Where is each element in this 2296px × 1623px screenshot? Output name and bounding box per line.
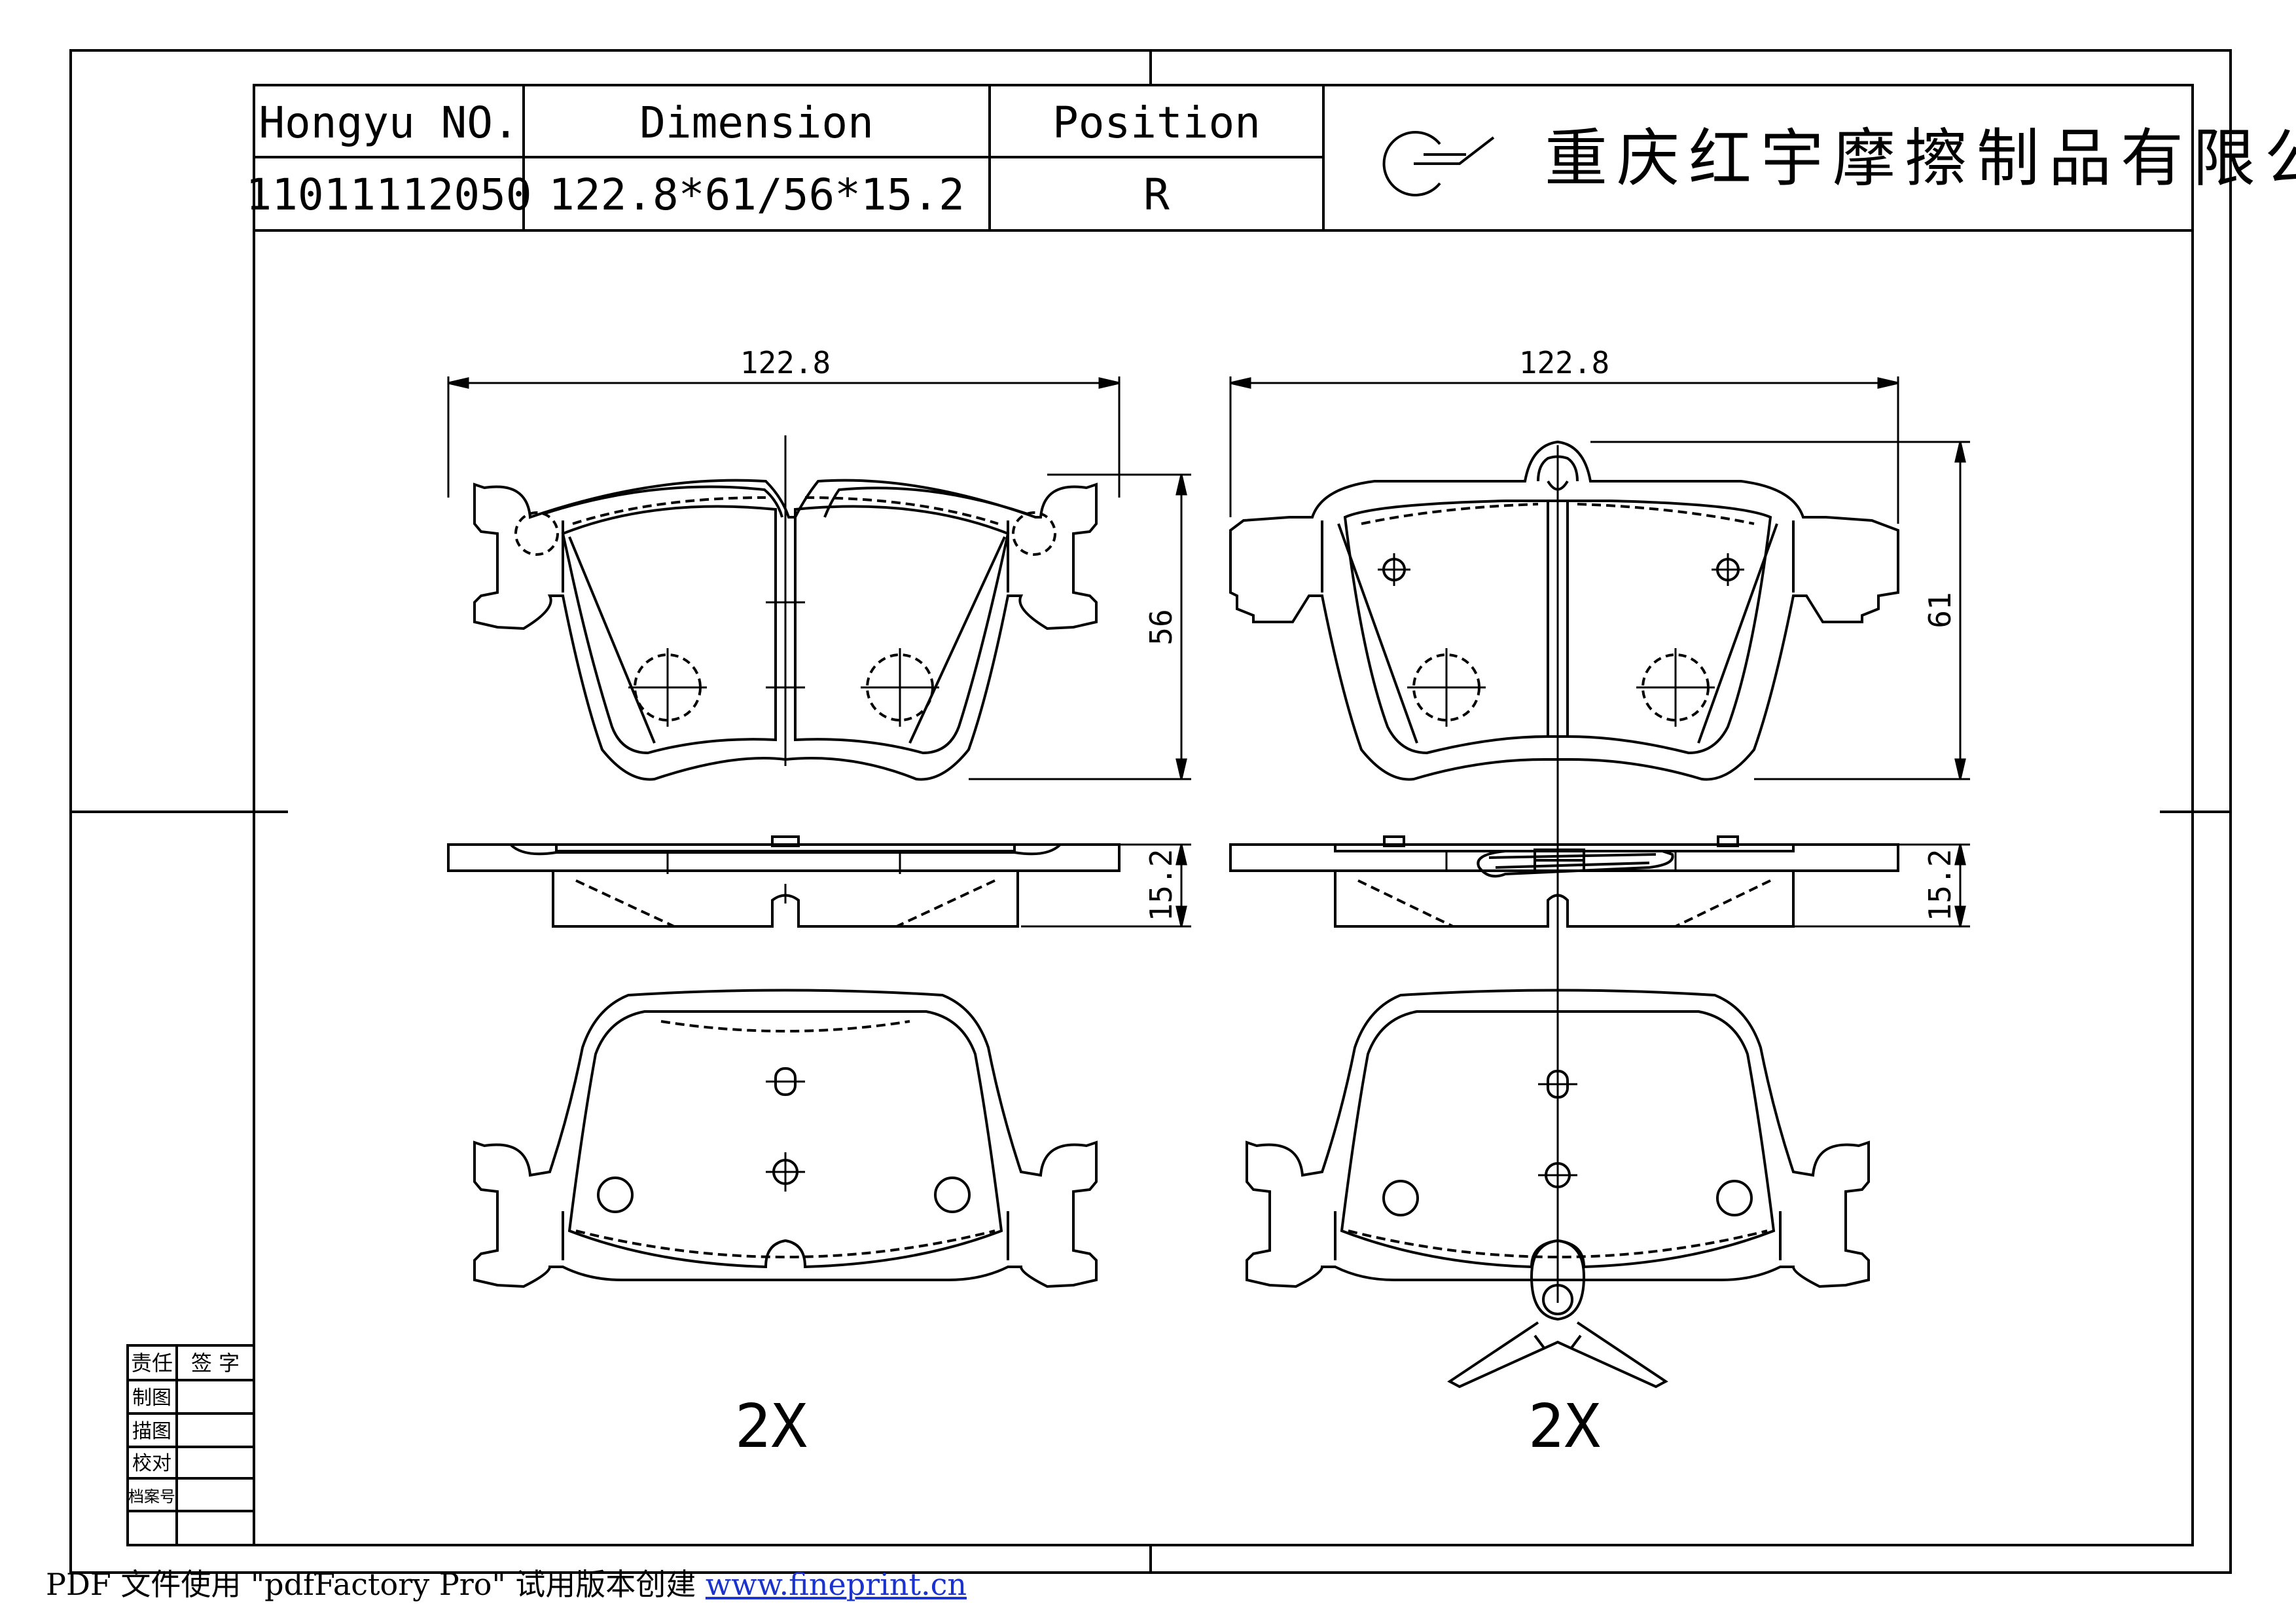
- dimension-value: 122.8*61/56*15.2: [548, 170, 965, 220]
- left-pad-front-view: [473, 435, 1098, 781]
- left-pad-side-view: [447, 835, 1121, 928]
- company-name: 重庆红宇摩擦制品有限公司: [1545, 122, 2296, 195]
- right-dimensions: [1229, 376, 1970, 928]
- sign-table-row: 档案号: [128, 1487, 175, 1506]
- sign-table-role-header: 责任: [131, 1351, 173, 1376]
- right-thickness-label: 15.2: [1922, 849, 1958, 922]
- company-logo-icon: [1382, 131, 1495, 196]
- right-width-label: 122.8: [1519, 345, 1609, 380]
- position-header: Position: [1052, 98, 1261, 148]
- fineprint-link[interactable]: www.fineprint.cn: [705, 1567, 967, 1602]
- position-value: R: [1143, 170, 1170, 220]
- hongyu-no-header: Hongyu NO.: [259, 98, 518, 148]
- inner-border: [253, 84, 2194, 1546]
- left-height-label: 56: [1143, 609, 1179, 645]
- signature-table: [126, 1344, 255, 1546]
- sign-table-row: 描图: [132, 1420, 171, 1443]
- sign-table-row: 制图: [132, 1387, 171, 1410]
- hongyu-no-value: 11011112050: [245, 170, 531, 220]
- right-height-label: 61: [1922, 592, 1958, 628]
- left-thickness-label: 15.2: [1143, 849, 1179, 922]
- dimension-header: Dimension: [639, 98, 874, 148]
- right-quantity-label: 2X: [1528, 1391, 1601, 1461]
- footer-text: PDF 文件使用 "pdfFactory Pro" 试用版本创建: [46, 1567, 706, 1602]
- right-pad-side-view: [1229, 835, 1899, 928]
- outer-frame: [69, 49, 2232, 1574]
- sign-table-sign-header: 签 字: [191, 1351, 240, 1376]
- left-pad-back-view: [473, 989, 1098, 1288]
- left-quantity-label: 2X: [735, 1391, 808, 1461]
- right-pad-back-view: [1246, 989, 1870, 1389]
- left-width-label: 122.8: [740, 345, 831, 380]
- pdf-footer: PDF 文件使用 "pdfFactory Pro" 试用版本创建 www.fin…: [46, 1561, 967, 1604]
- right-pad-front-view: [1229, 440, 1899, 1303]
- sign-table-row: 校对: [132, 1452, 171, 1475]
- title-block: [254, 85, 2193, 232]
